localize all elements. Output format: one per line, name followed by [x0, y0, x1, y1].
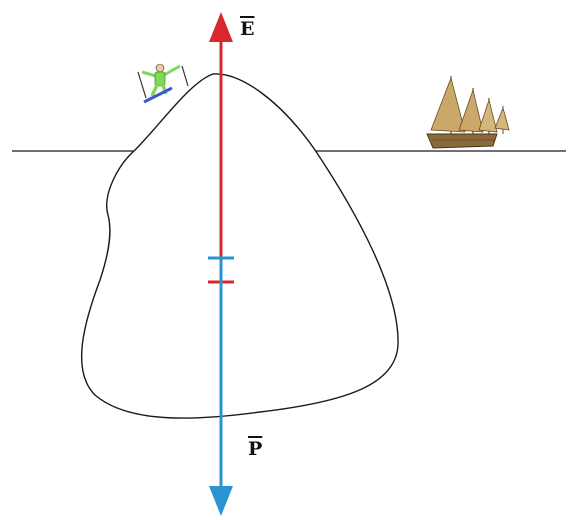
sailing-ship-icon	[426, 76, 510, 149]
skier-icon	[137, 63, 189, 104]
weight-arrowhead	[209, 486, 233, 516]
weight-arrow	[208, 256, 234, 516]
buoyant-force-arrowhead	[209, 12, 233, 42]
weight-label: P	[248, 438, 263, 460]
iceberg-outline	[80, 73, 399, 419]
buoyant-force-label: E	[240, 18, 255, 40]
